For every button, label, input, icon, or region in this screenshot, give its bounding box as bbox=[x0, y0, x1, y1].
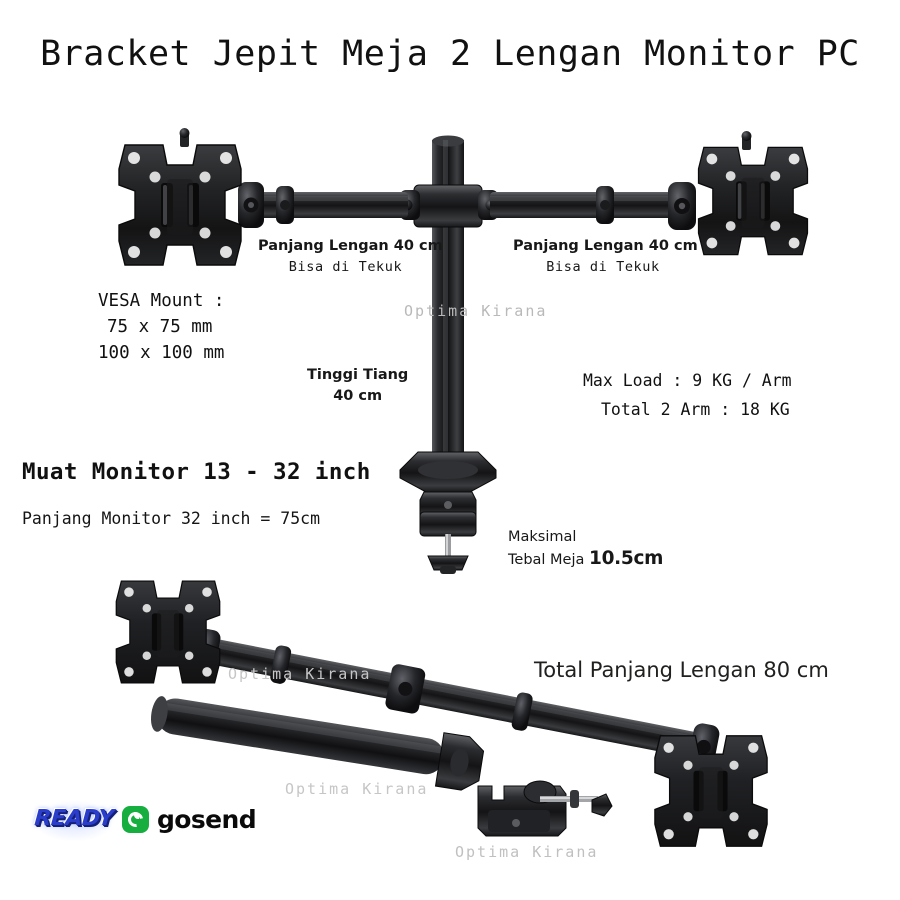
disassembled-parts-illustration bbox=[0, 560, 900, 860]
total-load-two-arms: Total 2 Arm : 18 KG bbox=[601, 400, 790, 419]
vesa-size-100: 100 x 100 mm bbox=[98, 343, 225, 363]
desk-thickness-line: Tebal Meja 10.5cm bbox=[508, 548, 663, 571]
right-arm-length: Panjang Lengan 40 cm bbox=[513, 238, 698, 254]
pole-height-title: Tinggi Tiang bbox=[307, 367, 409, 383]
page-title: Bracket Jepit Meja 2 Lengan Monitor PC bbox=[40, 34, 860, 74]
right-arm-label: Panjang Lengan 40 cm Bisa di Tekuk bbox=[513, 236, 698, 278]
pole-height-value: 40 cm bbox=[333, 388, 383, 404]
vesa-mount-spec: VESA Mount : 75 x 75 mm 100 x 100 mm bbox=[98, 288, 224, 366]
desk-thickness-spec: Maksimal Tebal Meja 10.5cm bbox=[508, 527, 663, 571]
desk-thickness-subtitle: Tebal Meja bbox=[508, 552, 585, 568]
gosend-logo: gosend bbox=[122, 805, 257, 834]
ready-stock-badge: READY bbox=[33, 800, 115, 842]
load-capacity-spec: Max Load : 9 KG / Arm Total 2 Arm : 18 K… bbox=[583, 366, 792, 424]
left-arm-length: Panjang Lengan 40 cm bbox=[258, 238, 443, 254]
pole-height-label: Tinggi Tiang 40 cm bbox=[307, 365, 408, 407]
gosend-icon bbox=[122, 806, 149, 833]
parts-illustration bbox=[115, 580, 768, 847]
desk-thickness-title: Maksimal bbox=[508, 529, 577, 545]
vesa-size-75: 75 x 75 mm bbox=[107, 317, 213, 337]
monitor-length-note: Panjang Monitor 32 inch = 75cm bbox=[22, 509, 321, 528]
ready-badge-glow bbox=[33, 800, 115, 842]
left-arm-label: Panjang Lengan 40 cm Bisa di Tekuk bbox=[258, 236, 443, 278]
ready-badge-label: READY bbox=[33, 806, 115, 831]
right-arm-foldable: Bisa di Tekuk bbox=[546, 259, 660, 275]
max-load-per-arm: Max Load : 9 KG / Arm bbox=[583, 371, 792, 390]
vesa-title: VESA Mount : bbox=[98, 291, 225, 311]
assembly-illustration bbox=[118, 128, 809, 574]
total-arm-length-label: Total Panjang Lengan 80 cm bbox=[534, 658, 829, 682]
monitor-size-range: Muat Monitor 13 - 32 inch bbox=[22, 459, 371, 485]
desk-thickness-value: 10.5cm bbox=[589, 548, 664, 569]
gosend-label: gosend bbox=[157, 805, 257, 834]
left-arm-foldable: Bisa di Tekuk bbox=[288, 259, 403, 275]
dual-monitor-mount-assembly bbox=[118, 128, 809, 574]
